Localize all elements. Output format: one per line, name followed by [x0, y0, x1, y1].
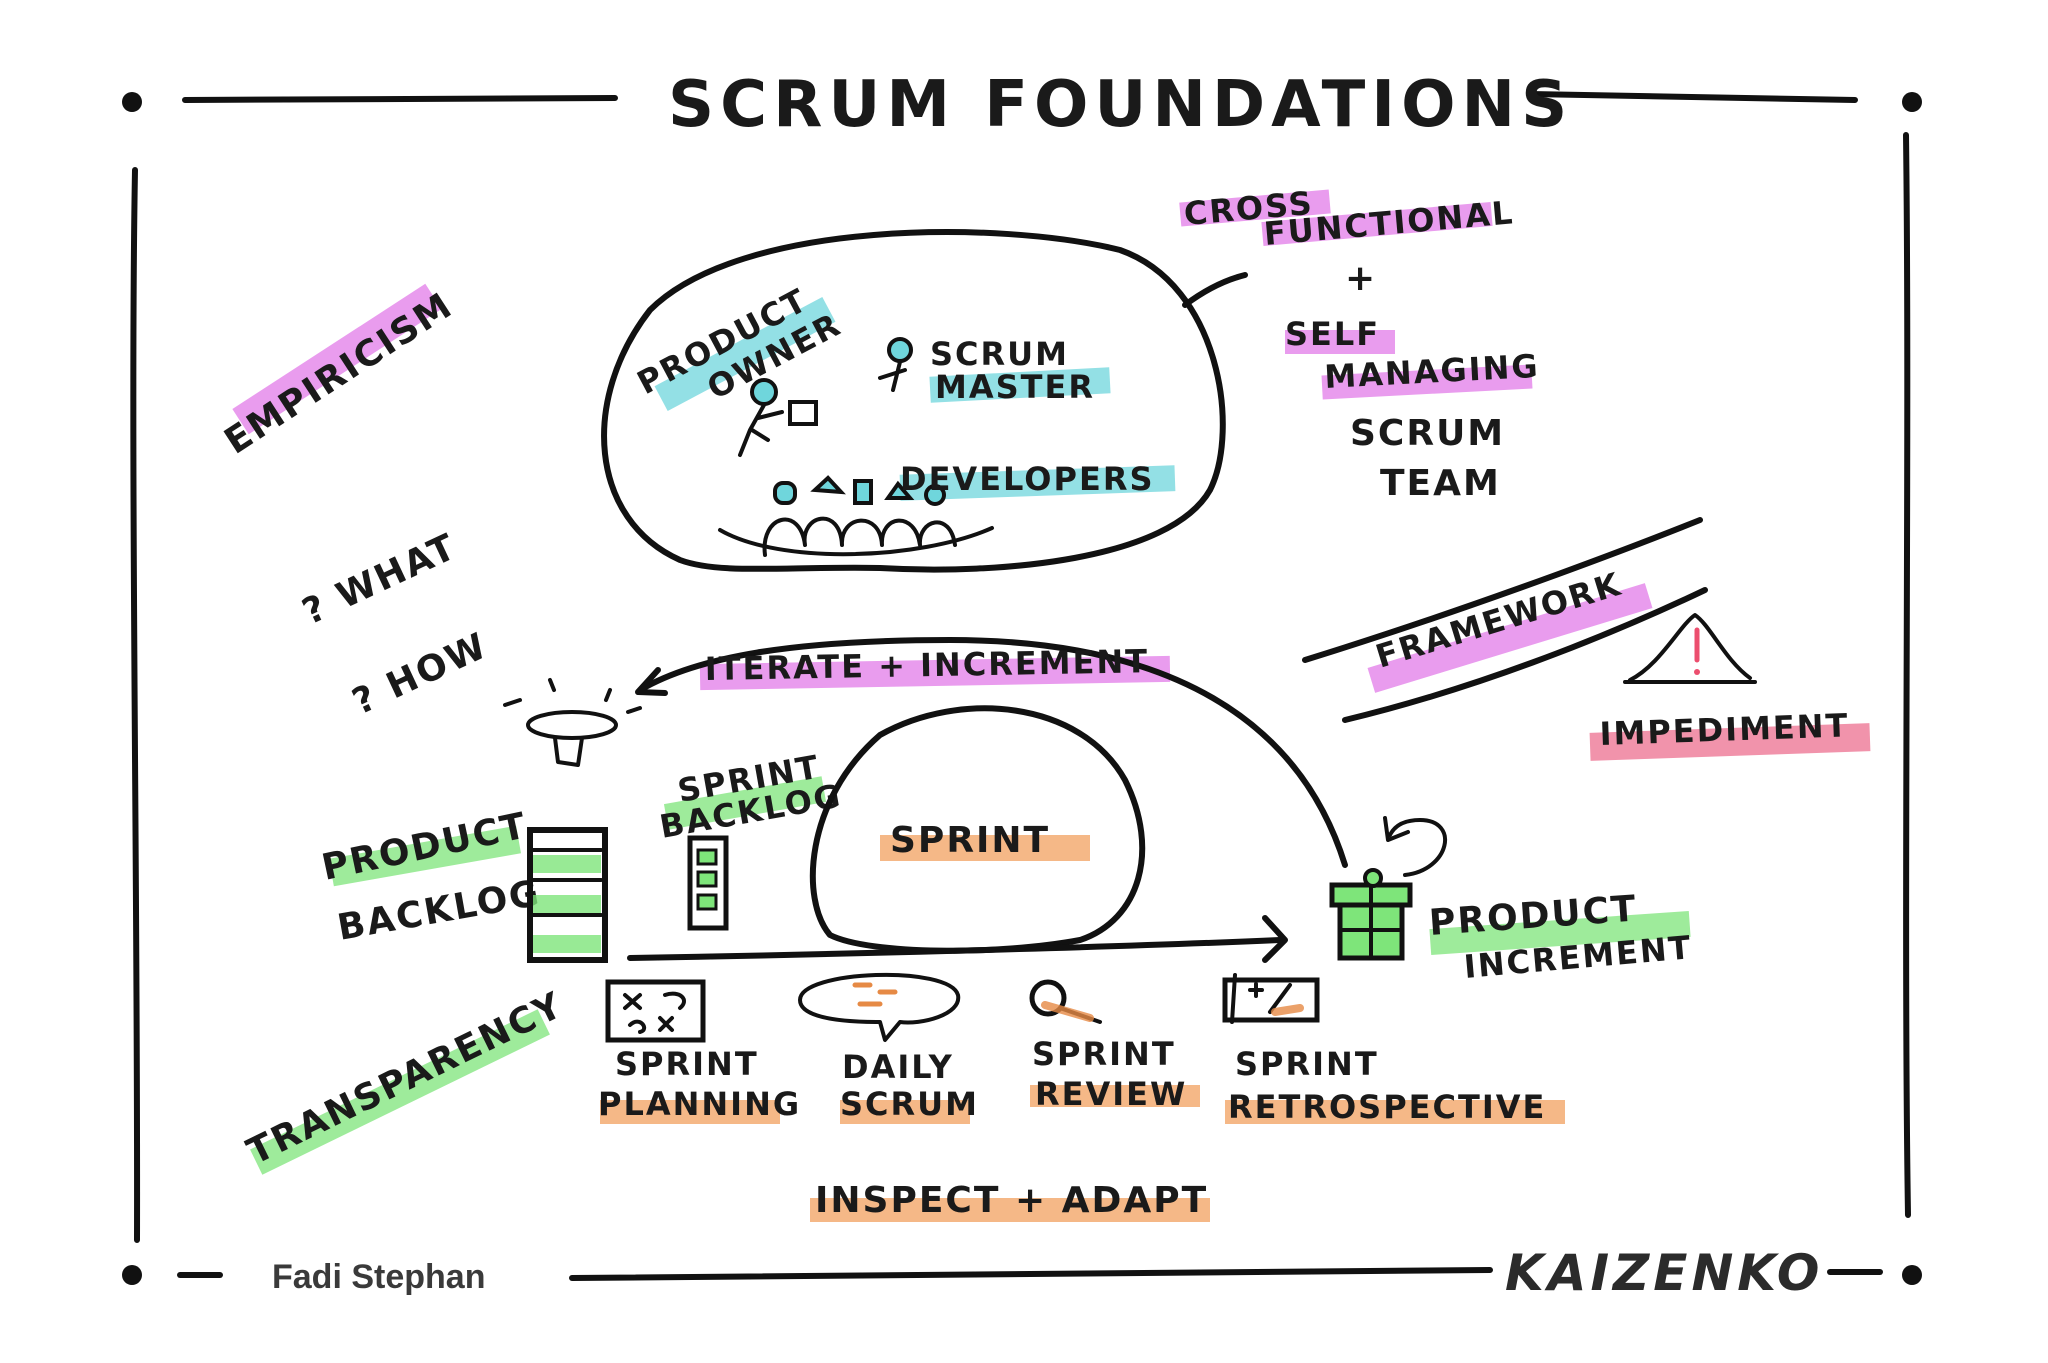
developers-label: DEVELOPERS	[900, 460, 1155, 498]
frame-right-line	[1903, 132, 1911, 1218]
hl-planning	[600, 1100, 780, 1124]
hl-managing	[1321, 364, 1533, 400]
trait-plus: +	[1345, 258, 1377, 299]
sprint-label: SPRINT	[890, 820, 1050, 861]
hl-framework	[1367, 583, 1653, 693]
frame-dot-tl	[122, 92, 142, 112]
daily-label-1: DAILY	[842, 1048, 954, 1086]
planning-board-icon	[605, 979, 706, 1043]
planning-label-1: SPRINT	[615, 1045, 759, 1083]
scrum-master-label-2: MASTER	[935, 368, 1095, 406]
hl-sprint-backlog	[663, 776, 827, 830]
sprint-backlog-icon	[687, 835, 729, 931]
team-traits: CROSS FUNCTIONAL + SELF MANAGING SCRUM T…	[1182, 184, 1540, 504]
magnifier-icon	[1029, 979, 1067, 1017]
increment-return-arrow	[1388, 818, 1448, 877]
product-owner-body	[738, 403, 784, 457]
developers-icon	[718, 475, 994, 557]
framework-rails: FRAMEWORK	[1302, 517, 1708, 723]
hl-product-increment	[1429, 910, 1691, 956]
product-owner-board-icon	[788, 400, 818, 426]
hl-inspect-adapt	[810, 1198, 1210, 1222]
team-connector-line	[1182, 272, 1248, 308]
review-label-2: REVIEW	[1035, 1075, 1187, 1113]
retro-label-1: SPRINT	[1235, 1045, 1379, 1083]
hl-self	[1285, 330, 1395, 354]
empiricism-label: EMPIRICISM	[218, 285, 461, 463]
product-backlog-icon	[527, 827, 608, 963]
hl-scrum-master	[929, 367, 1111, 403]
planning-label-2: PLANNING	[598, 1085, 801, 1123]
speech-bubble-icon	[798, 972, 961, 1042]
frame-dot-bl	[122, 1265, 142, 1285]
loop-arc	[637, 637, 1348, 868]
hl-sprint	[880, 835, 1090, 861]
brand-logo: KAIZENKO	[1505, 1244, 1823, 1302]
event-daily-scrum: DAILY SCRUM	[798, 972, 979, 1123]
frame-dot-tr	[1902, 92, 1922, 112]
frame	[122, 91, 1922, 1285]
hl-review	[1030, 1085, 1200, 1107]
hl-product-owner	[654, 297, 836, 411]
page-title: SCRUM FOUNDATIONS	[668, 68, 1573, 142]
hl-functional	[1261, 202, 1493, 246]
hl-iterate	[699, 655, 1171, 691]
sprint-timeline-arrow	[627, 937, 1283, 961]
impediment-label: IMPEDIMENT	[1599, 706, 1850, 753]
hl-developers	[899, 465, 1176, 501]
frame-top-left-line	[182, 95, 618, 103]
iterate-increment-loop: ITERATE + INCREMENT	[635, 637, 1348, 868]
scrum-master-body	[878, 360, 907, 392]
question-how: ? HOW	[346, 625, 494, 723]
frame-bottom-mid-line	[569, 1267, 1493, 1281]
highlights	[232, 189, 1871, 1222]
frame-top-right-line	[1527, 91, 1858, 103]
hl-product-backlog	[329, 825, 521, 887]
warning-icon	[1628, 613, 1752, 682]
product-increment: PRODUCT INCREMENT	[1329, 816, 1694, 986]
frame-left-line	[130, 167, 141, 1243]
daily-label-2: SCRUM	[840, 1085, 979, 1123]
loop-arrowhead	[635, 667, 668, 696]
retro-board-icon	[1222, 977, 1320, 1023]
trait-self: SELF	[1285, 315, 1380, 353]
retro-label-2: RETROSPECTIVE	[1228, 1088, 1546, 1126]
hl-transparency	[250, 1009, 550, 1175]
hl-retro	[1225, 1100, 1565, 1124]
hl-daily	[840, 1100, 970, 1124]
review-label-1: SPRINT	[1032, 1035, 1176, 1073]
product-backlog-label-2: BACKLOG	[334, 873, 543, 949]
event-sprint-retrospective: SPRINT RETROSPECTIVE	[1222, 973, 1546, 1126]
inspect-adapt-label: INSPECT + ADAPT	[815, 1180, 1208, 1221]
transparency-label: TRANSPARENCY	[241, 985, 570, 1174]
scrum-master-icon	[887, 337, 913, 363]
team-name-1: SCRUM	[1350, 413, 1505, 454]
sprint-bubble: SPRINT	[627, 705, 1288, 963]
event-sprint-review: SPRINT REVIEW	[1029, 979, 1187, 1113]
product-backlog: PRODUCT BACKLOG	[318, 805, 608, 963]
frame-dot-br	[1902, 1265, 1922, 1285]
hl-impediment	[1589, 723, 1871, 761]
author-name: Fadi Stephan	[272, 1258, 485, 1296]
hl-cross	[1179, 189, 1331, 227]
iterate-increment-label: ITERATE + INCREMENT	[704, 642, 1149, 688]
scrum-team-bubble: PRODUCT OWNER SCRUM MASTER DEVELOPERS	[601, 229, 1248, 573]
question-what: ? WHAT	[296, 526, 463, 633]
team-bubble-outline	[601, 229, 1226, 573]
event-sprint-planning: SPRINT PLANNING	[598, 979, 801, 1123]
scrum-master-label-1: SCRUM	[930, 335, 1069, 373]
product-backlog-label-1: PRODUCT	[318, 805, 531, 889]
lightbulb-icon	[503, 678, 642, 767]
team-name-2: TEAM	[1380, 463, 1501, 504]
impediment-group: IMPEDIMENT	[1599, 613, 1850, 753]
hl-empiricism	[232, 283, 442, 435]
